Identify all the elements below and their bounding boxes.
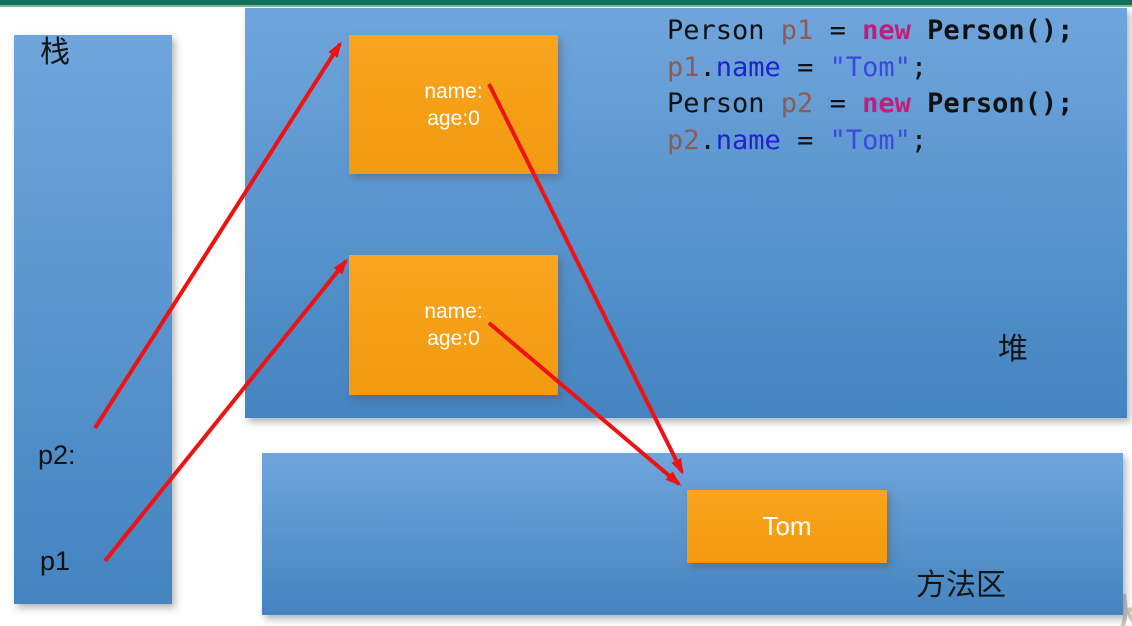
stack-var-p1: p1 xyxy=(40,546,71,576)
top-accent-bar xyxy=(0,0,1132,7)
code-token: = xyxy=(780,124,830,156)
string-constant-tom: Tom xyxy=(687,490,887,563)
code-token: "Tom" xyxy=(829,51,911,83)
code-token: ; xyxy=(910,124,928,156)
person-object-1: name: age:0 xyxy=(349,35,558,174)
code-token: p1 xyxy=(780,15,814,46)
code-token: . xyxy=(699,51,716,83)
person2-name-field: name: xyxy=(424,300,483,323)
code-token: = xyxy=(813,88,863,119)
code-token: = xyxy=(813,15,863,46)
code-line-4: p2.name = "Tom"; xyxy=(667,123,1073,160)
heap-label: 堆 xyxy=(998,333,1028,366)
code-token: = xyxy=(780,51,830,83)
stack-var-p2: p2: xyxy=(38,440,76,470)
code-token: Person(); xyxy=(910,15,1074,46)
code-token: p2 xyxy=(667,124,700,156)
person-object-2: name: age:0 xyxy=(349,255,558,395)
code-token: . xyxy=(699,124,716,156)
code-line-1: Person p1 = new Person(); xyxy=(667,13,1073,50)
code-line-3: Person p2 = new Person(); xyxy=(667,86,1073,123)
code-token: name xyxy=(715,51,781,83)
person1-age-field: age:0 xyxy=(427,106,480,130)
code-token: Person(); xyxy=(910,88,1074,119)
code-token: new xyxy=(862,88,911,119)
code-token: new xyxy=(862,15,911,46)
person1-name-field: name: xyxy=(424,79,483,103)
code-token: ; xyxy=(910,51,928,83)
person2-age-field: age:0 xyxy=(427,327,480,350)
stack-label: 栈 xyxy=(40,36,70,69)
method-area-label: 方法区 xyxy=(916,569,1006,602)
code-token: p2 xyxy=(780,88,814,119)
code-token: "Tom" xyxy=(829,124,911,156)
stack-region xyxy=(14,35,172,604)
code-token: name xyxy=(715,124,781,156)
code-token: Person xyxy=(667,88,781,119)
code-snippet: Person p1 = new Person(); p1.name = "Tom… xyxy=(667,13,1073,159)
code-line-2: p1.name = "Tom"; xyxy=(667,50,1073,87)
code-token: p1 xyxy=(667,51,700,83)
tom-label: Tom xyxy=(762,511,812,541)
code-token: Person xyxy=(667,15,781,46)
